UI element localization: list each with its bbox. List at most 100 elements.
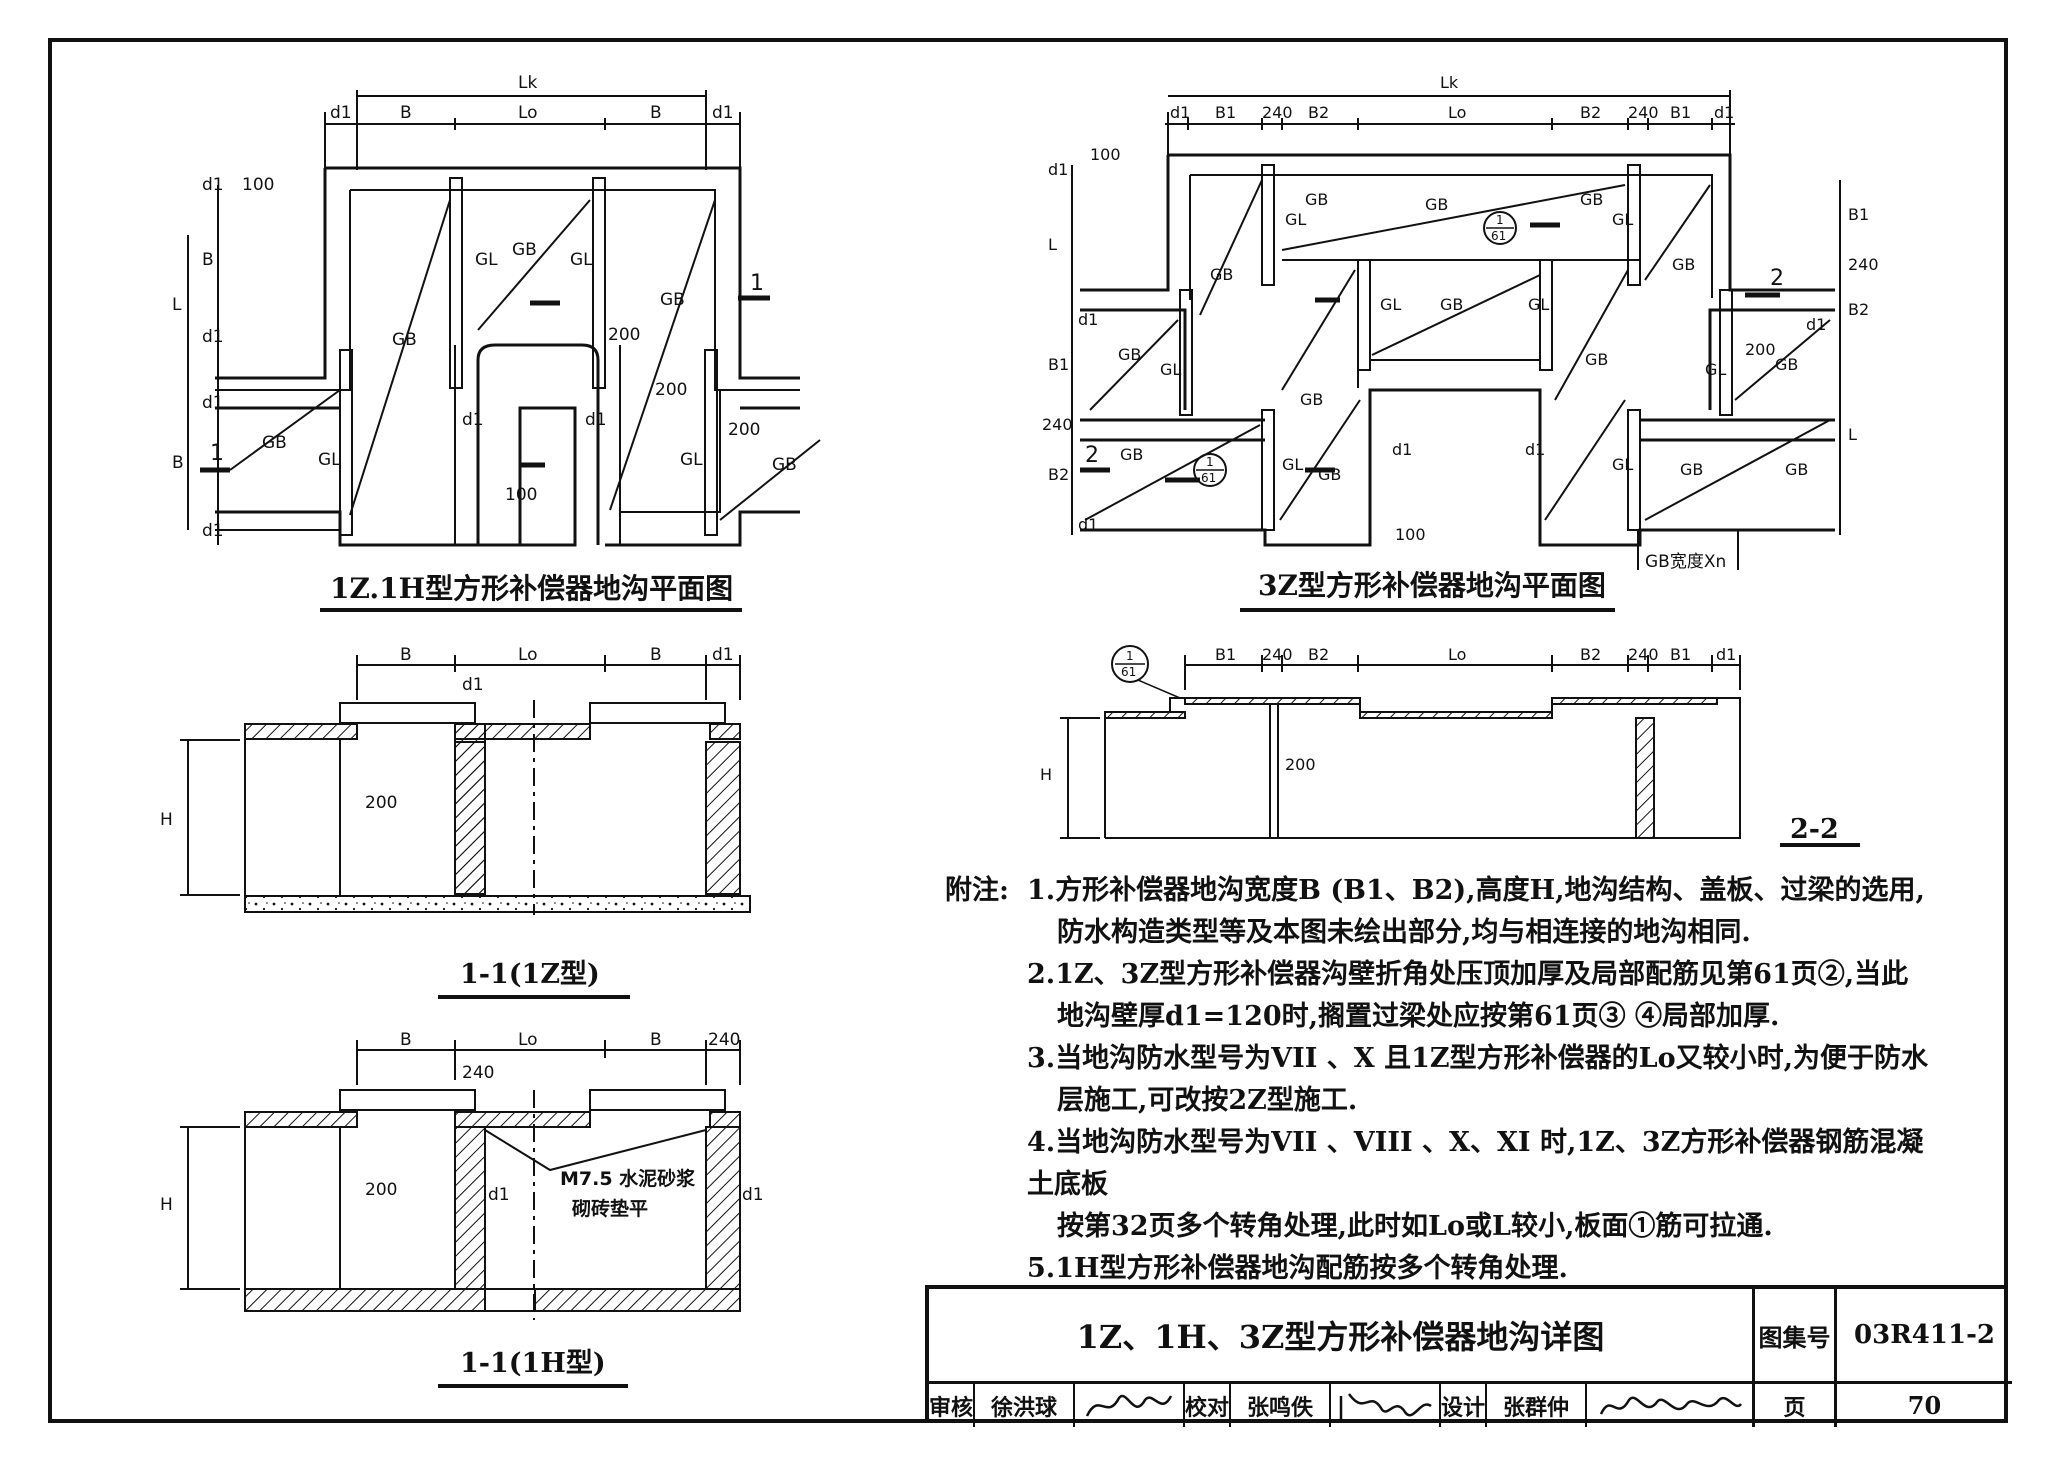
- plan3-right-b1: B1: [1848, 205, 1869, 224]
- sec1h-240: 240: [462, 1063, 494, 1083]
- section-1z: [180, 655, 751, 915]
- plan-3z: [1071, 90, 1841, 570]
- plan3-gl-6: GL: [1705, 360, 1726, 379]
- title-block-divider: [929, 1381, 2012, 1384]
- section-1h-text: B Lo B 240 240 H 200 d1 d1 M7.5 水泥砂浆 砌砖垫…: [160, 1030, 764, 1379]
- plan3-ref-num-b: 1: [1206, 455, 1214, 469]
- checker-signature-scribble: [1339, 1392, 1432, 1420]
- sec1z-caption: 1-1(1Z型): [460, 959, 600, 990]
- plan1-100: 100: [505, 485, 537, 505]
- sec22-dim-d1: d1: [1716, 645, 1736, 664]
- sec22-200: 200: [1285, 755, 1316, 774]
- plan3-gb-5: GB: [1672, 255, 1695, 274]
- note-1-line2: 防水构造类型等及本图未绘出部分,均与相连接的地沟相同.: [1057, 917, 1751, 948]
- plan3-left-240: 240: [1042, 415, 1073, 434]
- plan1-sec-left: 1: [210, 441, 224, 466]
- sec22-dim-b2-b: B2: [1580, 645, 1601, 664]
- sec1z-dim-lo: Lo: [518, 645, 538, 665]
- plan3-gl-7: GL: [1282, 455, 1303, 474]
- plan3-sec-right: 2: [1770, 266, 1784, 291]
- plan3-dim-overall: Lk: [1440, 73, 1459, 92]
- plan-1z1h-text: Lk d1 B Lo B d1 d1 100 B d1 L d1 B d1 GB…: [172, 73, 797, 605]
- plan3-gl-3: GL: [1380, 295, 1401, 314]
- plan3-100: 100: [1395, 525, 1426, 544]
- plan3-ref-num-a: 1: [1496, 213, 1504, 227]
- plan1-sec-right: 1: [750, 271, 764, 296]
- sec22-ref-num: 1: [1126, 649, 1134, 663]
- design-label: 设计: [1441, 1384, 1487, 1427]
- plan3-gb-4: GB: [1580, 190, 1603, 209]
- note-3: 3.当地沟防水型号为VII 、X 且1Z型方形补偿器的Lo又较小时,为便于防水 …: [945, 1038, 1945, 1122]
- plan1-200-c: 200: [728, 420, 760, 440]
- plan1-left-b-a: B: [202, 250, 214, 270]
- note-2-line1: 1Z、3Z型方形补偿器沟壁折角处压顶加厚及局部配筋见第61页②,当此: [1055, 959, 1909, 990]
- drawing-title: 1Z、1H、3Z型方形补偿器地沟详图: [929, 1289, 1755, 1381]
- note-2-line2: 地沟壁厚d1=120时,搁置过梁处应按第61页③ ④局部加厚.: [1057, 1001, 1780, 1032]
- sec1z-d1: d1: [462, 675, 484, 695]
- plan1-dim-overall: Lk: [518, 73, 537, 93]
- plan1-gb-5: GB: [772, 455, 797, 475]
- plan1-left-100: 100: [242, 175, 274, 195]
- sec22-dim-b1-a: B1: [1215, 645, 1236, 664]
- plan3-dim-d1-a: d1: [1170, 103, 1190, 122]
- plan1-gb-2: GB: [512, 240, 537, 260]
- plan3-gl-5: GL: [1160, 360, 1181, 379]
- plan1-gb-4: GB: [262, 433, 287, 453]
- checker-name: 张鸣佚: [1231, 1384, 1331, 1427]
- note-4-line1: 当地沟防水型号为VII 、VIII 、X、XI 时,1Z、3Z方形补偿器钢筋混凝…: [1027, 1127, 1924, 1200]
- section-1z-text: B Lo B d1 d1 H 200 1-1(1Z型): [160, 645, 734, 990]
- plan1-200-b: 200: [655, 380, 687, 400]
- plan3-gl-8: GL: [1612, 455, 1633, 474]
- plan3-caption: 3Z型方形补偿器地沟平面图: [1258, 569, 1606, 602]
- plan1-caption: 1Z.1H型方形补偿器地沟平面图: [330, 572, 733, 605]
- sec1h-h: H: [160, 1195, 173, 1215]
- plan3-dim-b2-a: B2: [1308, 103, 1329, 122]
- plan1-gl-4: GL: [680, 450, 703, 470]
- note-3-line2: 层施工,可改按2Z型施工.: [1057, 1085, 1358, 1116]
- plan3-gb-6: GB: [1440, 295, 1463, 314]
- sec1z-h: H: [160, 810, 173, 830]
- plan1-gb-3: GB: [660, 290, 685, 310]
- plan3-gb-3: GB: [1425, 195, 1448, 214]
- plan3-left-b1: B1: [1048, 355, 1069, 374]
- drawing-sheet-border: [48, 38, 2008, 1423]
- plan3-gl-2: GL: [1612, 210, 1633, 229]
- sec1h-note-2: 砌砖垫平: [571, 1197, 648, 1220]
- sec22-dim-240-a: 240: [1262, 645, 1293, 664]
- plan3-gb-8: GB: [1300, 390, 1323, 409]
- plan3-right-d1: d1: [1806, 315, 1826, 334]
- plan3-gb-1: GB: [1210, 265, 1233, 284]
- note-2: 2.1Z、3Z型方形补偿器沟壁折角处压顶加厚及局部配筋见第61页②,当此 地沟壁…: [945, 954, 1945, 1038]
- note-3-line1: 当地沟防水型号为VII 、X 且1Z型方形补偿器的Lo又较小时,为便于防水: [1055, 1043, 1929, 1074]
- plan3-right-l: L: [1848, 425, 1857, 444]
- plan3-dim-b1-a: B1: [1215, 103, 1236, 122]
- plan3-gb-11: GB: [1120, 445, 1143, 464]
- plan1-d1-2: d1: [585, 410, 607, 430]
- plan3-left-d1-c: d1: [1078, 515, 1098, 534]
- plan-1z1h: [187, 90, 821, 547]
- plan3-gl-1: GL: [1285, 210, 1306, 229]
- notes-block: 附注: 1.方形补偿器地沟宽度B (B1、B2),高度H,地沟结构、盖板、过梁的…: [945, 870, 1945, 1290]
- sec1z-dim-b-b: B: [650, 645, 662, 665]
- sec1h-caption: 1-1(1H型): [460, 1348, 606, 1379]
- plan3-dim-240-a: 240: [1262, 103, 1293, 122]
- note-2-num: 2.: [1027, 959, 1056, 990]
- sec22-ref-den: 61: [1121, 665, 1136, 679]
- sec22-dim-b1-b: B1: [1670, 645, 1691, 664]
- plan3-gb-2: GB: [1305, 190, 1328, 209]
- plan1-left-l: L: [172, 295, 182, 315]
- sec1h-note-1: M7.5 水泥砂浆: [560, 1167, 696, 1190]
- plan1-gb-1: GB: [392, 330, 417, 350]
- plan3-left-d1-a: d1: [1048, 160, 1068, 179]
- note-1-num: 1.: [1027, 875, 1056, 906]
- plan3-200: 200: [1745, 340, 1776, 359]
- designer-signature-scribble: [1599, 1396, 1742, 1415]
- plan3-gl-4: GL: [1528, 295, 1549, 314]
- plan3-gb-12: GB: [1318, 465, 1341, 484]
- plan1-left-d1-d: d1: [202, 521, 224, 541]
- note-4: 4.当地沟防水型号为VII 、VIII 、X、XI 时,1Z、3Z方形补偿器钢筋…: [945, 1122, 1945, 1248]
- plan1-gl-2: GL: [570, 250, 593, 270]
- plan3-dim-lo: Lo: [1448, 103, 1466, 122]
- sec1h-d1-a: d1: [488, 1185, 510, 1205]
- note-1-line1: 方形补偿器地沟宽度B (B1、B2),高度H,地沟结构、盖板、过梁的选用,: [1055, 875, 1925, 906]
